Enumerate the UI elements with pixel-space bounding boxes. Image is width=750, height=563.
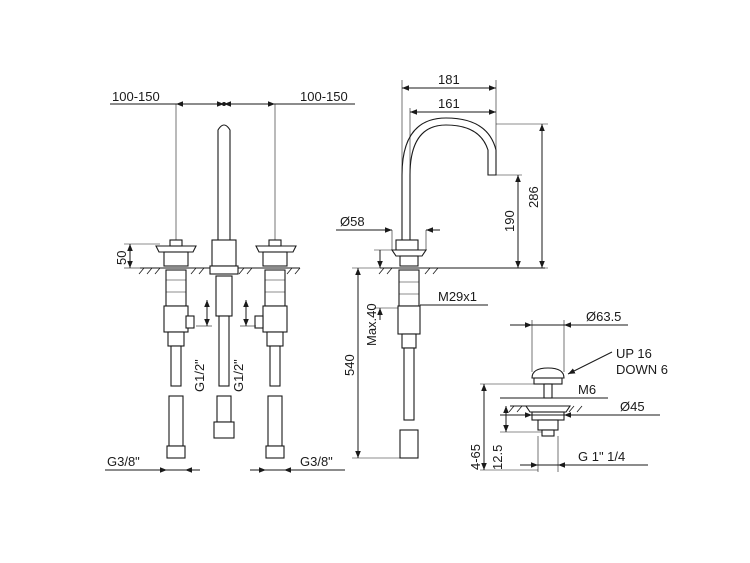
thread-center-label: G1/2" xyxy=(231,359,246,392)
waste-flange-height-label: 12.5 xyxy=(490,445,505,470)
spout-reach-outer-label: 181 xyxy=(438,72,460,87)
spacing-right-label: 100-150 xyxy=(300,89,348,104)
waste-stroke-down-label: DOWN 6 xyxy=(616,362,668,377)
waste-stroke-up-label: UP 16 xyxy=(616,346,652,361)
waste-outlet-thread-label: G 1" 1/4 xyxy=(578,449,625,464)
waste-thread-m6-label: M6 xyxy=(578,382,596,397)
left-valve xyxy=(155,239,197,459)
base-diameter-label: Ø58 xyxy=(340,214,365,229)
front-view: 100-150 100-150 50 xyxy=(105,89,355,473)
waste-deck-range-label: 4-65 xyxy=(468,444,483,470)
mount-thread-label: M29x1 xyxy=(438,289,477,304)
waste-detail: Ø63.5 UP 16 DOWN 6 M6 Ø45 4-65 12.5 G 1"… xyxy=(468,309,668,472)
hose-right-label: G3/8" xyxy=(300,454,333,469)
waste-flange-diameter-label: Ø45 xyxy=(620,399,645,414)
outlet-height-label: 190 xyxy=(502,210,517,232)
total-height-label: 286 xyxy=(526,186,541,208)
handle-height-label: 50 xyxy=(114,251,129,265)
spout-reach-inner-label: 161 xyxy=(438,96,460,111)
center-spout xyxy=(209,124,239,439)
thread-left-label: G1/2" xyxy=(192,359,207,392)
right-valve xyxy=(254,239,297,459)
max-deck-label: Max.40 xyxy=(364,303,379,346)
hose-length-label: 540 xyxy=(342,354,357,376)
hose-left-label: G3/8" xyxy=(107,454,140,469)
side-view: 181 161 286 190 Ø58 M29x1 Max.40 540 xyxy=(336,72,548,459)
waste-head-diameter-label: Ø63.5 xyxy=(586,309,621,324)
spacing-left-label: 100-150 xyxy=(112,89,160,104)
